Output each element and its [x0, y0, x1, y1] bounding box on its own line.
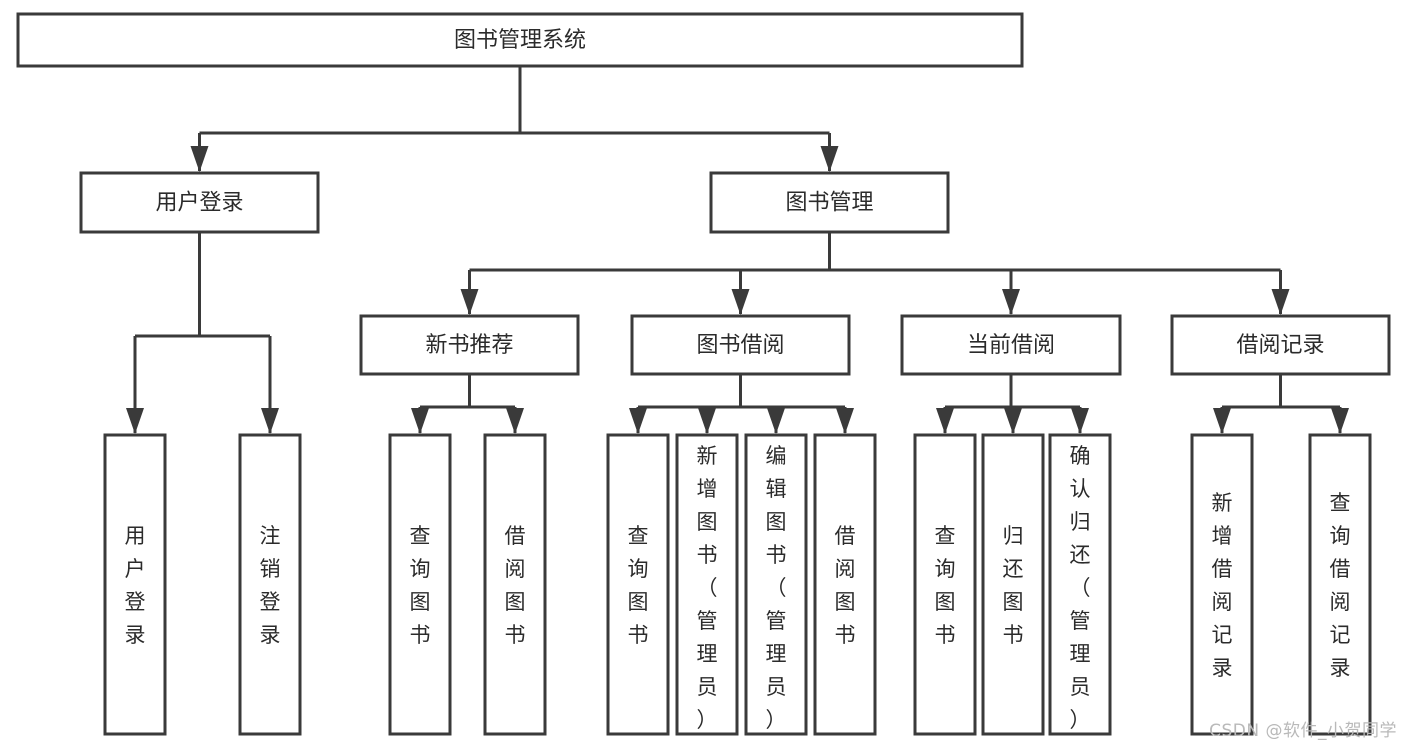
node-current-borrow[interactable]: 当前借阅	[900, 314, 1122, 376]
node-leaf-add-book-admin[interactable]: 新增图书（管理员）	[675, 433, 739, 736]
node-label: 当前借阅	[967, 333, 1055, 358]
node-box	[483, 433, 547, 736]
node-leaf-logout[interactable]: 注销登录	[238, 433, 302, 736]
node-box	[981, 433, 1045, 736]
node-box	[238, 433, 302, 736]
node-box	[79, 171, 320, 234]
node-label: 图书借阅	[696, 333, 784, 358]
node-borrow-record[interactable]: 借阅记录	[1170, 314, 1391, 376]
node-box	[630, 314, 851, 376]
node-label: 查询图书	[935, 524, 956, 647]
node-book-borrow[interactable]: 图书借阅	[630, 314, 851, 376]
node-root[interactable]: 图书管理系统	[16, 12, 1024, 68]
node-label: 新增借阅记录	[1212, 491, 1233, 680]
node-label: 新书推荐	[425, 333, 513, 358]
node-book-management[interactable]: 图书管理	[709, 171, 950, 234]
node-label: 查询图书	[410, 524, 431, 647]
node-leaf-borrow-book-recommend[interactable]: 借阅图书	[483, 433, 547, 736]
node-label: 注销登录	[260, 524, 281, 647]
node-box	[103, 433, 167, 736]
node-box	[900, 314, 1122, 376]
node-leaf-return-book[interactable]: 归还图书	[981, 433, 1045, 736]
node-label: 查询借阅记录	[1330, 491, 1351, 680]
node-label: 借阅图书	[505, 524, 526, 647]
node-leaf-query-book-recommend[interactable]: 查询图书	[388, 433, 452, 736]
node-box	[388, 433, 452, 736]
node-label: 归还图书	[1003, 524, 1024, 647]
node-leaf-user-login[interactable]: 用户登录	[103, 433, 167, 736]
node-label: 用户登录	[155, 191, 243, 216]
node-box	[1048, 433, 1112, 736]
node-box	[1308, 433, 1372, 736]
node-box	[813, 433, 877, 736]
nodes-layer: 图书管理系统用户登录图书管理新书推荐图书借阅当前借阅借阅记录用户登录注销登录查询…	[16, 12, 1391, 736]
node-box	[744, 433, 808, 736]
node-new-book-recommend[interactable]: 新书推荐	[359, 314, 580, 376]
csdn-watermark: CSDN @软件_小贺同学	[1209, 721, 1397, 741]
node-box	[16, 12, 1024, 68]
node-leaf-query-book-borrow[interactable]: 查询图书	[606, 433, 670, 736]
node-label: 用户登录	[125, 524, 146, 647]
node-label: 借阅图书	[835, 524, 856, 647]
node-label: 图书管理	[785, 191, 873, 216]
node-box	[675, 433, 739, 736]
node-box	[1170, 314, 1391, 376]
node-box	[1190, 433, 1254, 736]
node-label: 编辑图书（管理员）	[766, 444, 787, 732]
node-box	[359, 314, 580, 376]
node-box	[606, 433, 670, 736]
node-label: 图书管理系统	[454, 28, 586, 53]
node-user-login[interactable]: 用户登录	[79, 171, 320, 234]
node-box	[913, 433, 977, 736]
node-leaf-confirm-return-admin[interactable]: 确认归还（管理员）	[1048, 433, 1112, 736]
node-label: 查询图书	[628, 524, 649, 647]
node-label: 新增图书（管理员）	[697, 444, 718, 732]
node-leaf-edit-book-admin[interactable]: 编辑图书（管理员）	[744, 433, 808, 736]
node-box	[709, 171, 950, 234]
node-label: 借阅记录	[1236, 333, 1324, 358]
node-label: 确认归还（管理员）	[1070, 444, 1091, 732]
connectors-layer	[126, 66, 1349, 434]
node-leaf-query-borrow-record[interactable]: 查询借阅记录	[1308, 433, 1372, 736]
node-leaf-add-borrow-record[interactable]: 新增借阅记录	[1190, 433, 1254, 736]
node-leaf-borrow-book[interactable]: 借阅图书	[813, 433, 877, 736]
node-leaf-query-book-current[interactable]: 查询图书	[913, 433, 977, 736]
